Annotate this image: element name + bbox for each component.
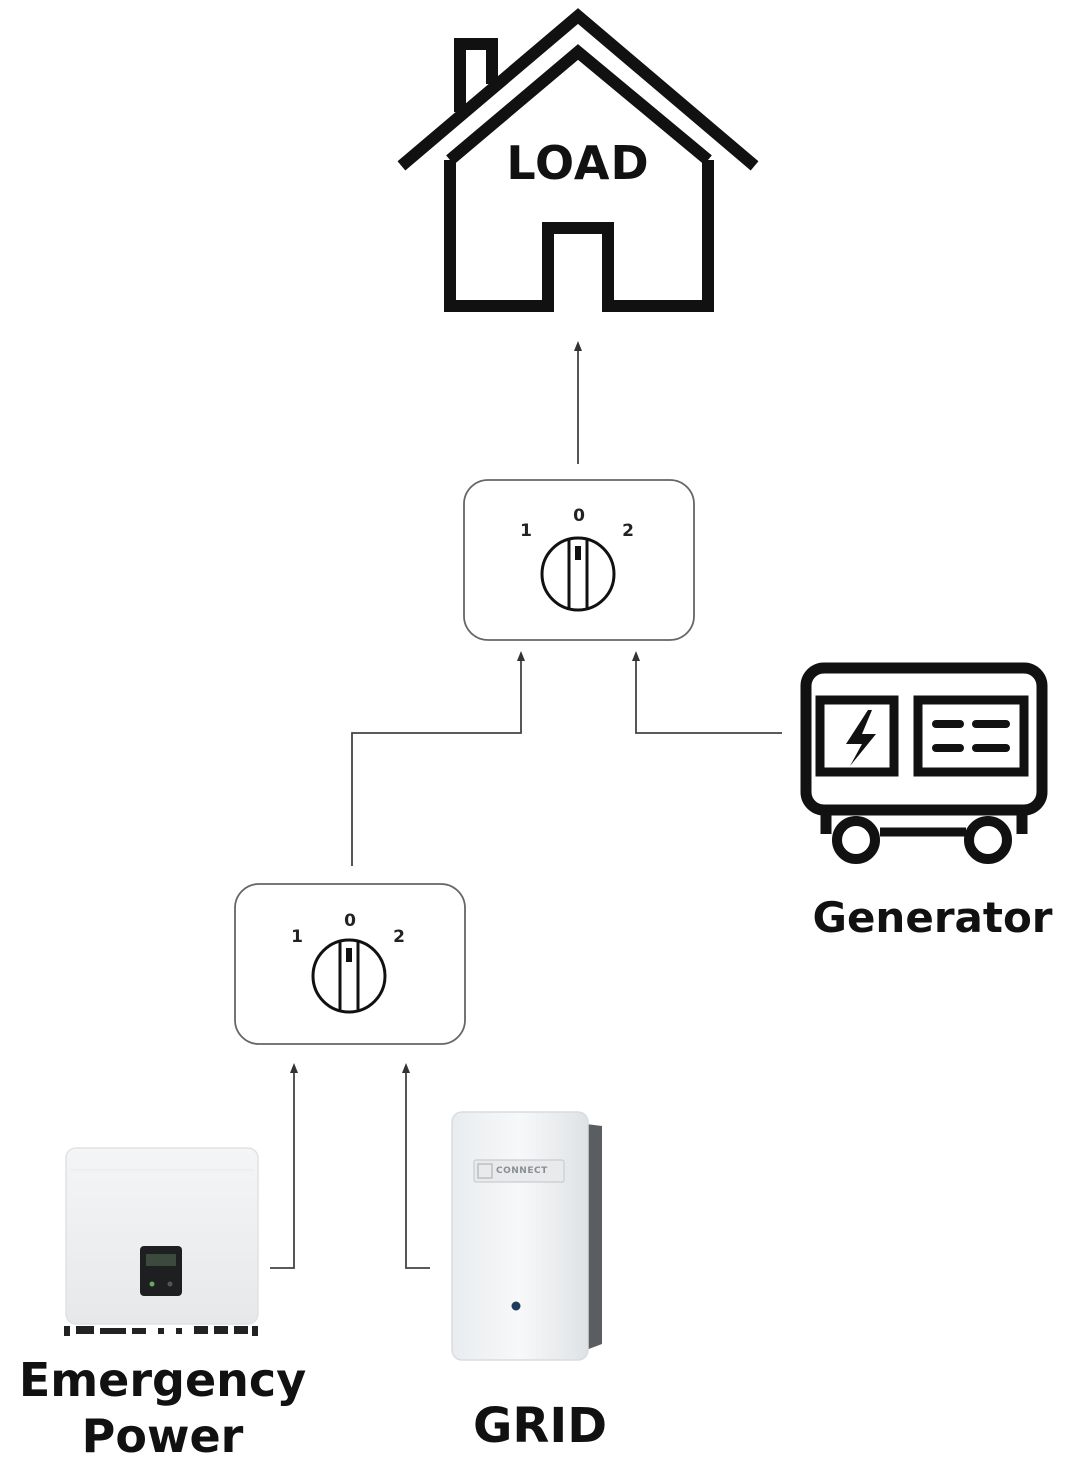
emergency-power-label-line1: Emergency: [18, 1353, 307, 1407]
grid-brand-text: CONNECT: [496, 1166, 548, 1176]
changeover-switch-bottom: [234, 883, 466, 1045]
lightning-icon: [846, 710, 876, 766]
inverter-image: [64, 1147, 259, 1336]
generator-icon: [800, 662, 1048, 864]
arrow-emergency-to-bottom-switch: [270, 1063, 298, 1269]
generator-wheel-left: [832, 816, 880, 864]
emergency-power-label-line2: Power: [81, 1409, 244, 1463]
connector-lines: [270, 341, 782, 1269]
grid-indicator-light: [511, 1301, 521, 1311]
switch-knob-top: [540, 536, 616, 612]
switch-bottom-position-2: 2: [393, 927, 405, 947]
arrow-generator-to-top-switch: [632, 651, 782, 734]
changeover-switch-top: [463, 479, 695, 641]
load-label: LOAD: [506, 136, 650, 190]
switch-knob-bottom: [311, 938, 387, 1014]
switch-top-position-0: 0: [573, 506, 585, 526]
switch-top-position-1: 1: [520, 521, 532, 541]
switch-top-position-2: 2: [622, 521, 634, 541]
arrow-grid-to-bottom-switch: [402, 1063, 430, 1269]
house-icon: [397, 8, 759, 312]
generator-wheel-right: [964, 816, 1012, 864]
generator-label: Generator: [812, 893, 1053, 942]
emergency-power-label: Emergency Power: [0, 1352, 325, 1464]
inverter-display: [140, 1246, 182, 1296]
arrow-bottom-switch-to-top-switch: [351, 651, 525, 866]
switch-bottom-position-0: 0: [344, 911, 356, 931]
grid-label: GRID: [472, 1398, 608, 1454]
grid-meter-image: [451, 1111, 602, 1361]
switch-bottom-position-1: 1: [291, 927, 303, 947]
